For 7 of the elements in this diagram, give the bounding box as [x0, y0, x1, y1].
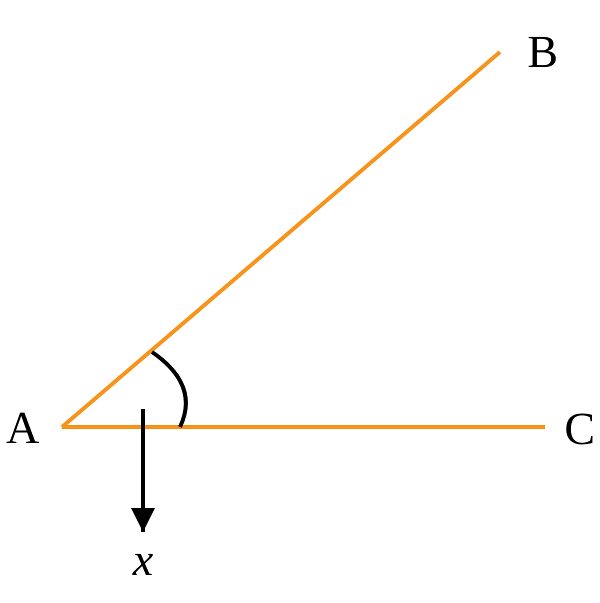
- point-label: B: [527, 29, 558, 75]
- line-segment: [60, 50, 502, 429]
- point-label: C: [564, 406, 595, 452]
- point-label: x: [132, 537, 154, 583]
- line-segment: [62, 425, 545, 429]
- point-label: A: [6, 405, 40, 451]
- arrow: [131, 409, 155, 532]
